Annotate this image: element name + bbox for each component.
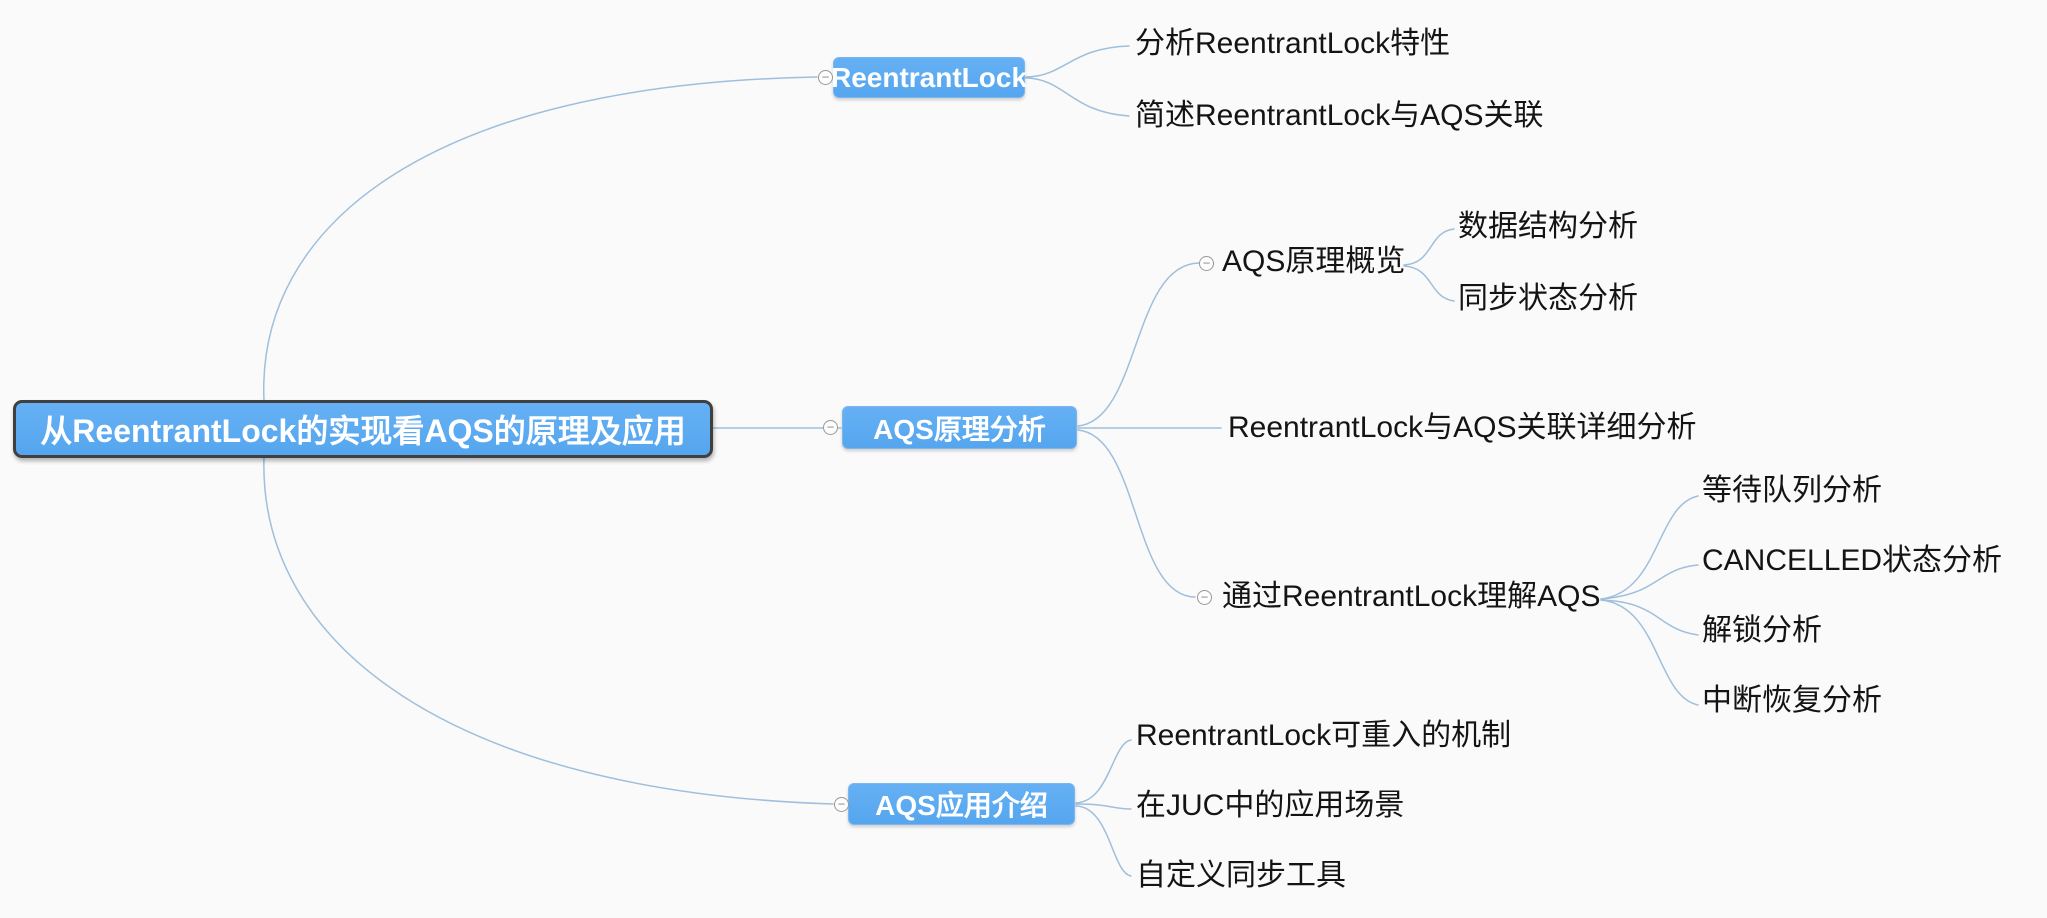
- connector-reentrantlock-aqs-relation: [1025, 77, 1130, 117]
- subtopic-cancelled-state-analysis[interactable]: CANCELLED状态分析: [1702, 544, 2003, 578]
- branch-topic-aqs-application[interactable]: AQS应用介绍: [848, 783, 1075, 825]
- subtopic-reentrantlock-aqs-relation-brief[interactable]: 简述ReentrantLock与AQS关联: [1135, 99, 1544, 133]
- connector-overview-structure: [1403, 228, 1455, 266]
- connector-understand-unlock: [1600, 599, 1699, 636]
- subtopic-interrupt-recovery-analysis[interactable]: 中断恢复分析: [1702, 684, 1882, 718]
- branch-topic-reentrantlock[interactable]: ReentrantLock: [831, 57, 1027, 98]
- branch-topic-aqs-principle[interactable]: AQS原理分析: [842, 406, 1077, 449]
- connector-application-juc: [1075, 803, 1132, 810]
- connector-understand-queue: [1600, 495, 1699, 600]
- minus-icon: −: [837, 796, 846, 811]
- collapse-toggle-aqs-application[interactable]: −: [834, 797, 849, 812]
- connector-understand-cancelled: [1600, 564, 1699, 600]
- subtopic-understand-aqs-via-reentrantlock[interactable]: 通过ReentrantLock理解AQS: [1222, 580, 1601, 614]
- minus-icon: −: [821, 69, 830, 84]
- collapse-toggle-aqs-principle[interactable]: −: [823, 420, 838, 435]
- minus-icon: −: [826, 419, 835, 434]
- connector-reentrantlock-feature: [1025, 45, 1130, 78]
- connector-root-reentrantlock: [263, 76, 818, 402]
- subtopic-unlock-analysis[interactable]: 解锁分析: [1702, 614, 1822, 648]
- subtopic-reentrant-mechanism[interactable]: ReentrantLock可重入的机制: [1136, 719, 1512, 753]
- collapse-toggle-reentrantlock[interactable]: −: [818, 70, 833, 85]
- collapse-toggle-aqs-overview[interactable]: −: [1199, 256, 1214, 271]
- subtopic-juc-application-scenarios[interactable]: 在JUC中的应用场景: [1136, 789, 1405, 823]
- minus-icon: −: [1202, 255, 1211, 270]
- connector-application-custom: [1075, 805, 1132, 877]
- subtopic-aqs-principle-overview[interactable]: AQS原理概览: [1222, 245, 1406, 279]
- subtopic-wait-queue-analysis[interactable]: 等待队列分析: [1702, 474, 1882, 508]
- connector-understand-interrupt: [1600, 599, 1699, 706]
- minus-icon: −: [1200, 589, 1209, 604]
- connector-root-aqs-application: [263, 456, 834, 805]
- connector-principle-understand: [1077, 429, 1196, 598]
- subtopic-reentrantlock-aqs-relation-detail[interactable]: ReentrantLock与AQS关联详细分析: [1228, 411, 1697, 445]
- connector-principle-overview: [1077, 262, 1200, 427]
- subtopic-custom-sync-tools[interactable]: 自定义同步工具: [1136, 859, 1346, 893]
- connector-application-reentrant: [1075, 739, 1132, 804]
- collapse-toggle-understand-aqs[interactable]: −: [1197, 590, 1212, 605]
- subtopic-data-structure-analysis[interactable]: 数据结构分析: [1458, 210, 1638, 244]
- subtopic-analyze-reentrantlock-features[interactable]: 分析ReentrantLock特性: [1135, 27, 1451, 61]
- root-topic[interactable]: 从ReentrantLock的实现看AQS的原理及应用: [13, 400, 713, 458]
- subtopic-sync-state-analysis[interactable]: 同步状态分析: [1458, 282, 1638, 316]
- connector-overview-state: [1403, 265, 1455, 302]
